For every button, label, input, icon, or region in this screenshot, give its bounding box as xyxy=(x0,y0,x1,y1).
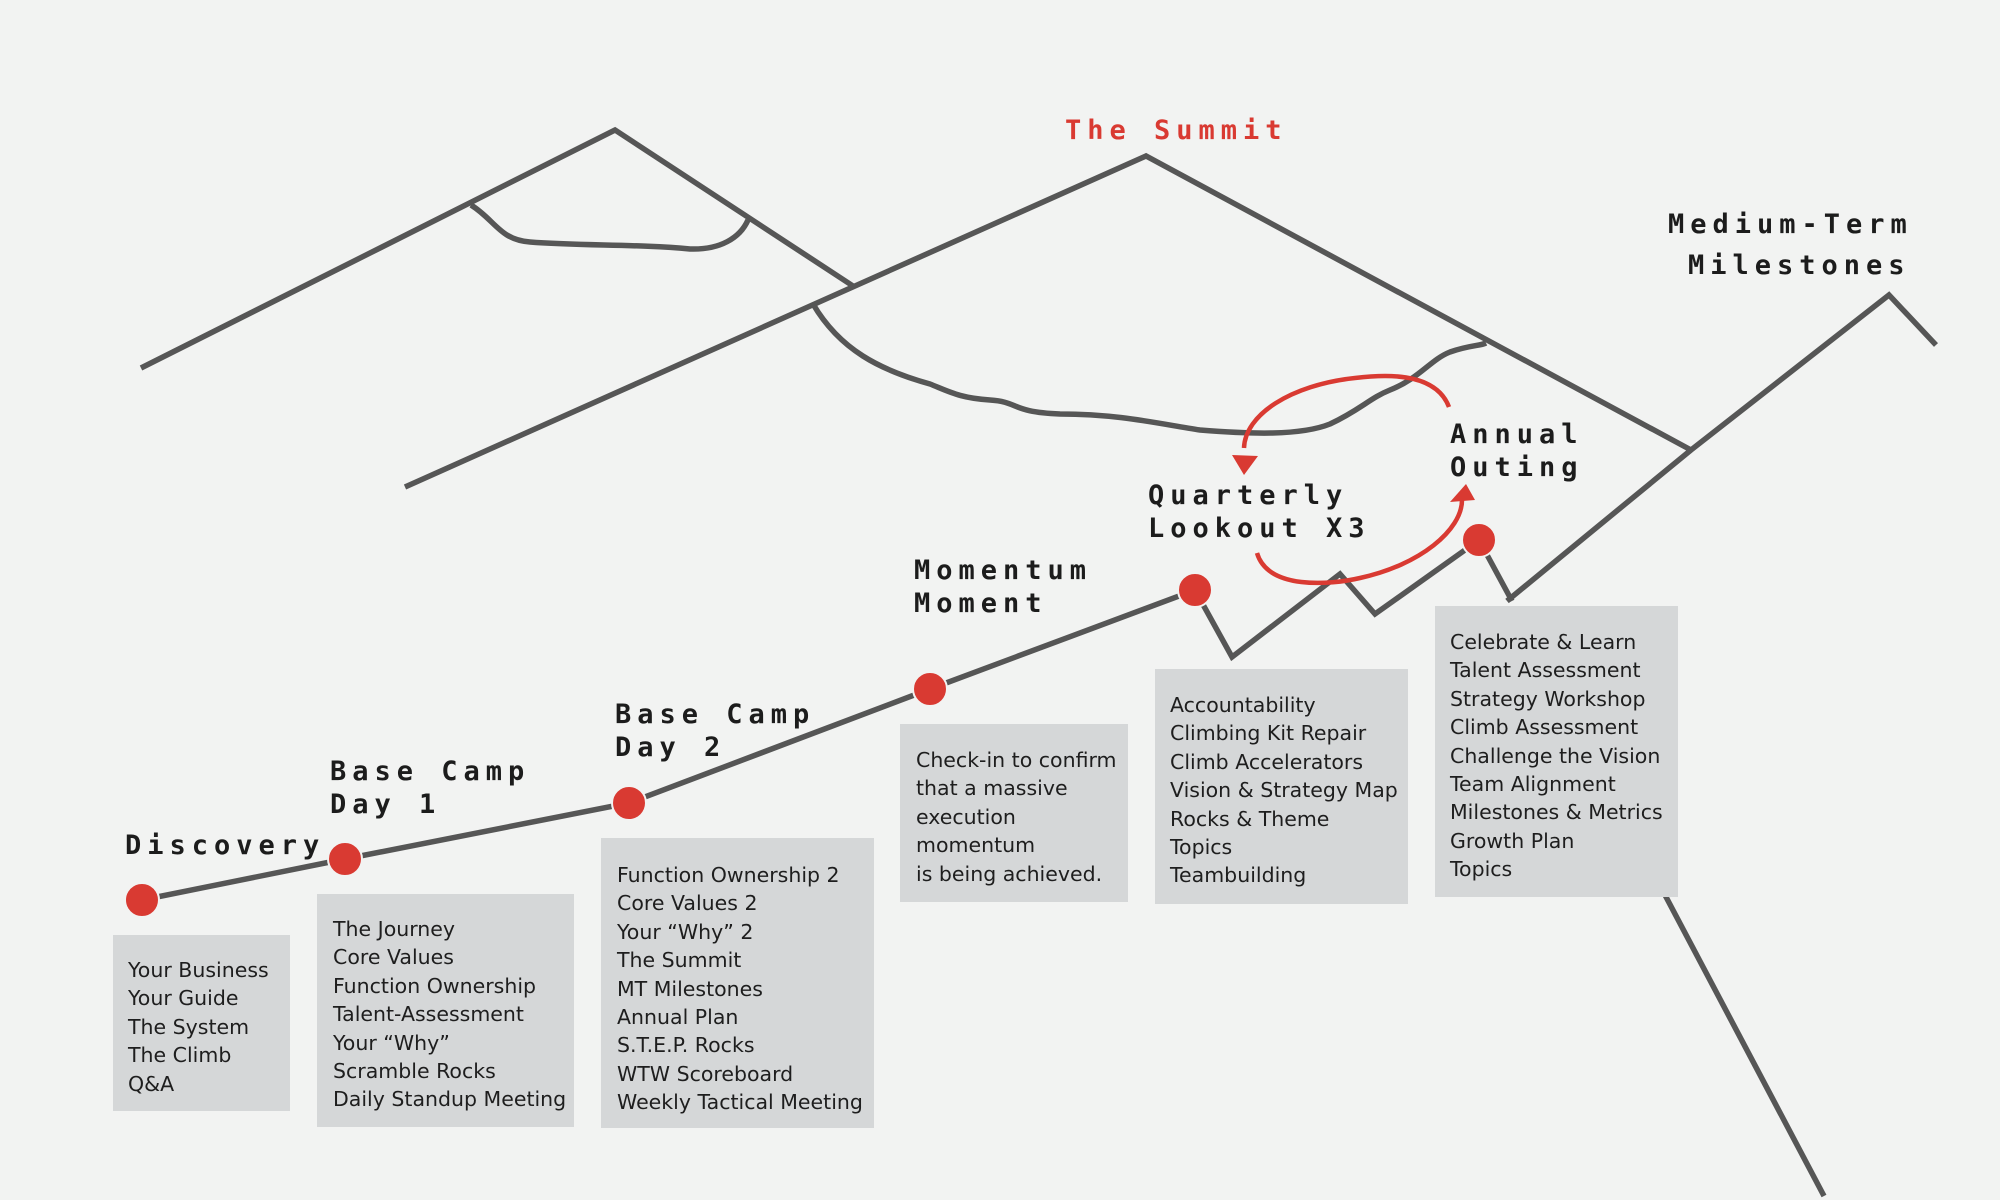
list-item: Function Ownership xyxy=(333,973,537,998)
list-item: Talent-Assessment xyxy=(333,1002,524,1027)
milestone-mountain xyxy=(1505,291,1939,604)
back-mountain-snowline xyxy=(469,202,751,252)
list-item: Accountability xyxy=(1170,693,1316,717)
list-item: Your “Why” 2 xyxy=(617,919,754,944)
list-item: Climb Accelerators xyxy=(1170,749,1364,774)
stage-dot-momentum xyxy=(912,671,948,707)
list-item: Your “Why” xyxy=(333,1030,450,1055)
list-item: Weekly Tactical Meeting xyxy=(617,1090,863,1115)
descent-line xyxy=(1662,893,1827,1198)
title-line: Base Camp xyxy=(330,756,531,787)
list-item: The Journey xyxy=(333,917,456,941)
cycle-arrow-bottom xyxy=(1254,499,1465,586)
list-item: S.T.E.P. Rocks xyxy=(617,1033,755,1058)
cycle-arrow-top xyxy=(1241,373,1452,449)
list-item: The Climb xyxy=(128,1043,232,1068)
list-item: momentum xyxy=(916,833,1036,858)
stage-dot-base-camp-2 xyxy=(611,785,647,821)
list-item: that a massive xyxy=(916,776,1068,801)
arrowhead-down-icon xyxy=(1232,455,1258,475)
list-item: Teambuilding xyxy=(1170,863,1307,888)
list-item: Talent Assessment xyxy=(1450,658,1641,683)
list-item: Check-in to confirm xyxy=(916,748,1117,772)
list-item: Vision & Strategy Map xyxy=(1170,778,1398,803)
list-item: Topics xyxy=(1170,835,1233,860)
title-line: Annual xyxy=(1450,419,1584,450)
title-line: Day 1 xyxy=(330,789,442,820)
journey-path xyxy=(141,535,1515,903)
list-item: MT Milestones xyxy=(617,976,763,1001)
summit-label: The Summit xyxy=(1065,115,1288,146)
list-item: Climb Assessment xyxy=(1450,715,1639,740)
list-item: The Summit xyxy=(617,948,742,973)
summit-mountain xyxy=(403,152,1693,490)
summit-snowline xyxy=(810,302,1488,436)
list-item: Team Alignment xyxy=(1450,772,1616,797)
title-line: Quarterly xyxy=(1148,480,1349,511)
title-line: Base Camp xyxy=(615,699,816,730)
back-mountain xyxy=(139,126,855,371)
list-item: Challenge the Vision xyxy=(1450,743,1661,768)
list-item: Topics xyxy=(1450,857,1513,882)
list-item: Core Values xyxy=(333,945,454,970)
title-line: Lookout X3 xyxy=(1148,513,1371,544)
title-line: Outing xyxy=(1450,452,1584,483)
list-item: Celebrate & Learn xyxy=(1450,630,1637,654)
list-item: Milestones & Metrics xyxy=(1450,800,1663,825)
list-item: The System xyxy=(128,1014,250,1039)
list-item: Annual Plan xyxy=(617,1005,739,1030)
list-item: Daily Standup Meeting xyxy=(333,1087,567,1112)
list-item: Growth Plan xyxy=(1450,828,1575,853)
title-line: Moment xyxy=(914,588,1048,619)
list-item: Strategy Workshop xyxy=(1450,686,1646,711)
milestones-label-line2: Milestones xyxy=(1688,250,1911,281)
stage-dot-discovery xyxy=(124,882,160,918)
stage-dot-annual xyxy=(1461,522,1497,558)
list-item: Function Ownership 2 xyxy=(617,863,840,887)
title-line: Momentum xyxy=(914,555,1093,586)
list-item: Scramble Rocks xyxy=(333,1059,496,1084)
title-line: Day 2 xyxy=(615,732,727,763)
list-item: is being achieved. xyxy=(916,861,1103,886)
stage-title-discovery: Discovery xyxy=(125,830,326,861)
list-item: Core Values 2 xyxy=(617,891,758,916)
list-item: Q&A xyxy=(128,1071,175,1096)
list-item: Rocks & Theme xyxy=(1170,806,1330,831)
arrowhead-up-icon xyxy=(1450,484,1475,502)
list-item: Your Business xyxy=(128,958,269,982)
list-item: execution xyxy=(916,804,1016,829)
list-item: WTW Scoreboard xyxy=(617,1061,794,1086)
stage-box-base-camp-2: Function Ownership 2 Core Values 2 Your “W… xyxy=(601,838,874,1128)
stage-box-momentum: Check-in to confirm that a massive executi… xyxy=(900,724,1128,902)
stage-dot-quarterly xyxy=(1177,572,1213,608)
stage-dot-base-camp-1 xyxy=(327,841,363,877)
list-item: Your Guide xyxy=(128,986,239,1011)
list-item: Climbing Kit Repair xyxy=(1170,721,1367,746)
milestones-label-line1: Medium-Term xyxy=(1668,209,1913,240)
